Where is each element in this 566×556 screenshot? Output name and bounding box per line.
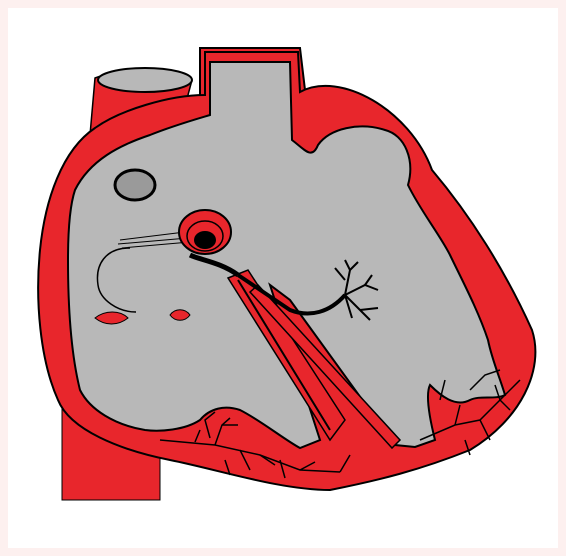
mitral-cusp <box>170 310 190 321</box>
sinoatrial-node <box>115 170 155 200</box>
atrioventricular-node <box>179 210 231 254</box>
vena-cava-opening <box>98 68 192 92</box>
